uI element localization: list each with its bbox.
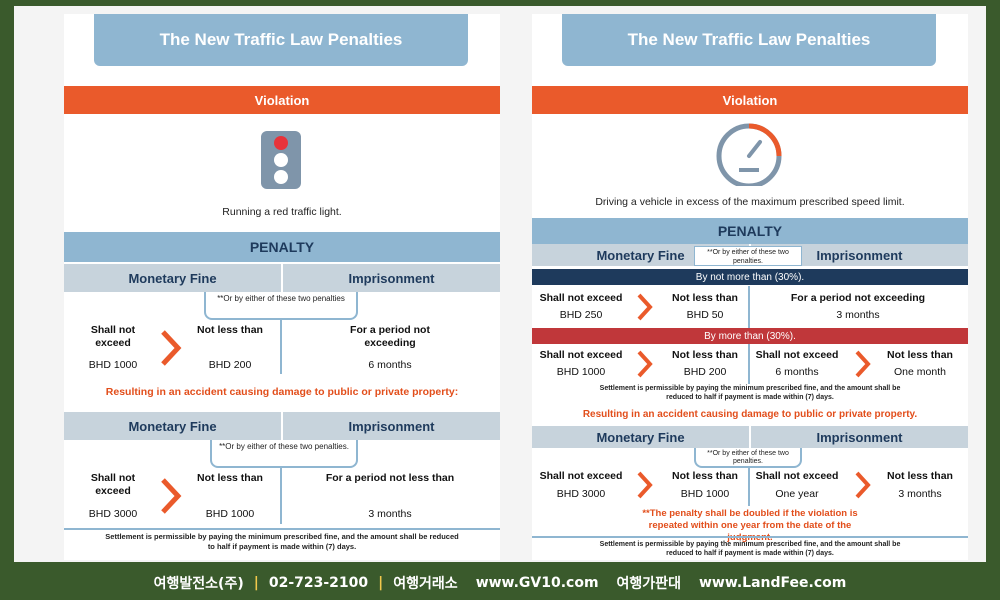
exchange-name: 여행거래소 [393,576,458,592]
prison-min-label: Not less than [887,349,953,361]
column-divider [280,320,282,374]
min-fine-value: BHD 200 [683,366,727,378]
panel-title: The New Traffic Law Penalties [94,14,468,66]
min-fine-value: BHD 1000 [205,508,255,520]
prison-max-value: One year [775,488,819,500]
prison-min-value: 3 months [898,488,942,500]
prison-label: For a period not less than [325,472,455,484]
min-fine-label: Not less than [197,324,263,336]
separator: | [378,575,384,591]
either-penalty-note: **Or by either of these two penalties. [694,448,802,468]
penalty-bar: PENALTY [532,218,968,244]
prison-label: For a period not exceeding [350,324,430,349]
violation-bar: Violation [64,86,500,114]
prison-value: 3 months [836,309,880,321]
prison-value: 3 months [368,508,412,520]
column-divider [748,286,750,328]
chevron-right-icon [855,350,871,378]
doubled-penalty-note: **The penalty shall be doubled if the vi… [642,508,858,543]
imprisonment-header: Imprisonment [749,426,968,448]
divider-line [532,536,968,538]
table2-header: Monetary Fine Imprisonment [532,426,968,448]
column-divider [280,468,282,524]
site-link-gv10[interactable]: www.GV10.com [475,575,599,591]
board-name: 여행가판대 [616,576,681,592]
prison-min-label: Not less than [887,470,953,482]
max-fine-label: Shall not exceed [90,472,136,497]
violation-bar: Violation [532,86,968,114]
band-under-30: By not more than (30%). [532,269,968,285]
footer-banner: 여행발전소(주) | 02-723-2100 | 여행거래소 www.GV10.… [0,566,1000,600]
penalty-bar: PENALTY [64,232,500,262]
max-fine-label: Shall not exceed [539,292,623,304]
chevron-right-icon [637,350,653,378]
panel-title: The New Traffic Law Penalties [562,14,936,66]
min-fine-label: Not less than [672,349,738,361]
column-divider [748,466,750,506]
accident-heading: Resulting in an accident causing damage … [582,409,918,420]
prison-max-label: Shall not exceed [755,349,839,361]
table2-header: Monetary Fine Imprisonment [64,412,500,440]
either-penalty-note: **Or by either of these two penalties. [210,440,358,468]
poster-frame: The New Traffic Law Penalties Violation … [14,6,986,562]
settlement-note: Settlement is permissible by paying the … [599,385,901,401]
violation-text: Driving a vehicle in excess of the maxim… [595,196,905,208]
table1-header: Monetary Fine Imprisonment [64,264,500,292]
divider-line [64,528,500,530]
chevron-right-icon [161,478,182,514]
site-link-landfee[interactable]: www.LandFee.com [698,575,847,591]
settlement-note: Settlement is permissible by paying the … [105,532,459,551]
max-fine-label: Shall not exceed [539,470,623,482]
max-fine-value: BHD 1000 [556,366,606,378]
chevron-right-icon [637,471,653,499]
min-fine-label: Not less than [197,472,263,484]
max-fine-label: Shall not exceed [90,324,136,349]
phone-number: 02-723-2100 [268,575,369,591]
speedometer-icon [716,123,782,186]
min-fine-value: BHD 200 [208,359,252,371]
imprisonment-header: Imprisonment [281,412,500,440]
band-over-30: By more than (30%). [532,328,968,344]
max-fine-label: Shall not exceed [539,349,623,361]
violation-text: Running a red traffic light. [222,206,342,218]
chevron-right-icon [161,330,182,366]
either-penalty-note: **Or by either of these two penalties [204,292,358,320]
speeding-panel: The New Traffic Law Penalties Violation … [532,14,968,560]
monetary-fine-header: Monetary Fine [596,429,685,445]
column-divider [748,344,750,384]
accident-heading: Resulting in an accident causing damage … [105,386,459,398]
prison-value: 6 months [368,359,412,371]
min-fine-value: BHD 1000 [680,488,730,500]
monetary-fine-header: Monetary Fine [596,247,685,263]
chevron-right-icon [637,293,653,321]
min-fine-label: Not less than [672,470,738,482]
settlement-note: Settlement is permissible by paying the … [599,541,901,557]
max-fine-value: BHD 3000 [88,508,138,520]
prison-max-value: 6 months [775,366,819,378]
prison-label: For a period not exceeding [790,292,926,304]
max-fine-value: BHD 250 [559,309,603,321]
monetary-fine-header: Monetary Fine [128,270,217,286]
red-light-panel: The New Traffic Law Penalties Violation … [64,14,500,560]
chevron-right-icon [855,471,871,499]
max-fine-value: BHD 3000 [556,488,606,500]
company-name: 여행발전소(주) [153,576,244,592]
separator: | [253,575,259,591]
traffic-light-icon [261,131,301,189]
monetary-fine-header: Monetary Fine [128,418,217,434]
max-fine-value: BHD 1000 [88,359,138,371]
imprisonment-header: Imprisonment [281,264,500,292]
either-penalty-note: **Or by either of these two penalties. [694,246,802,266]
prison-min-value: One month [894,366,946,378]
prison-max-label: Shall not exceed [755,470,839,482]
min-fine-label: Not less than [672,292,738,304]
min-fine-value: BHD 50 [686,309,724,321]
